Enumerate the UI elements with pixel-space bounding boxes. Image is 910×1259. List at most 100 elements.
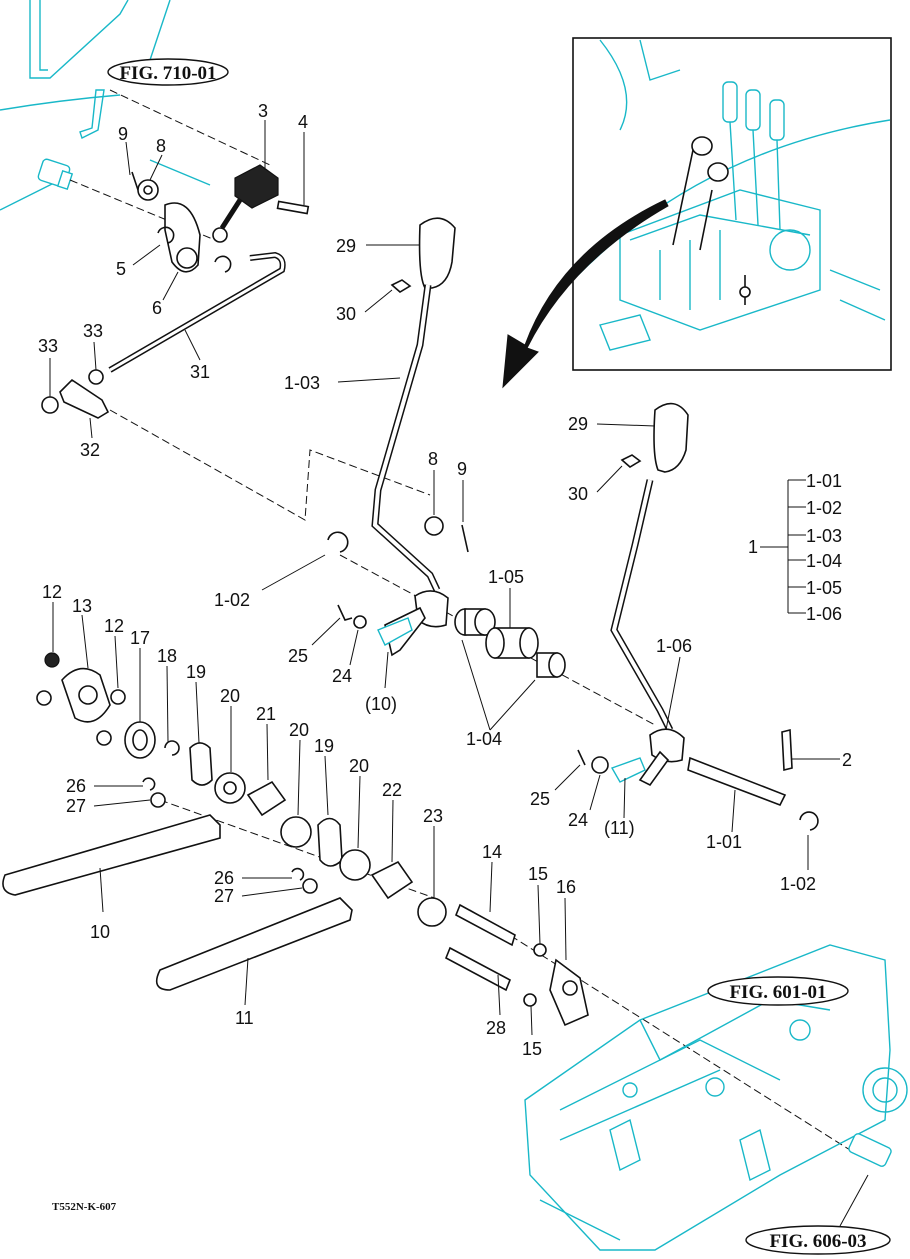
- callout-9: 9: [457, 459, 467, 479]
- stud-28: [444, 946, 512, 992]
- plate-19b: [317, 817, 343, 867]
- callout-1-02: 1-02: [214, 590, 250, 610]
- callout-10: 10: [90, 922, 110, 942]
- knob-29a: [418, 217, 456, 289]
- callout-10-ref: (10): [365, 694, 397, 714]
- callout-30: 30: [568, 484, 588, 504]
- group-bracket: 1 1-01 1-02 1-03 1-04 1-05 1-06: [748, 471, 842, 624]
- callout-24: 24: [332, 666, 352, 686]
- group-label: 1: [748, 537, 758, 557]
- hub-22: [370, 860, 414, 900]
- washer-20b: [280, 816, 312, 848]
- figure-ref-601: FIG. 601-01: [707, 976, 849, 1006]
- callout-23: 23: [423, 806, 443, 826]
- callout-1-02: 1-02: [780, 874, 816, 894]
- screw-30b: [620, 454, 642, 468]
- bushings: [454, 608, 566, 678]
- callout-19: 19: [314, 736, 334, 756]
- callout-15: 15: [522, 1039, 542, 1059]
- figure-ref-606: FIG. 606-03: [745, 1174, 891, 1255]
- group-item: 1-01: [806, 471, 842, 491]
- callout-25: 25: [530, 789, 550, 809]
- callout-20: 20: [220, 686, 240, 706]
- callout-31: 31: [190, 362, 210, 382]
- drawing-code: T552N-K-607: [52, 1201, 117, 1213]
- plate-19a: [189, 742, 213, 786]
- stud-14: [454, 903, 516, 947]
- callout-12: 12: [104, 616, 124, 636]
- callout-15: 15: [528, 864, 548, 884]
- callout-3: 3: [258, 101, 268, 121]
- callout-16: 16: [556, 877, 576, 897]
- transmission-case-context: [524, 944, 908, 1251]
- group-item: 1-03: [806, 526, 842, 546]
- callout-4: 4: [298, 112, 308, 132]
- clip-1-02a: [327, 531, 349, 553]
- callout-1-01: 1-01: [706, 832, 742, 852]
- clip-1-02b: [799, 811, 819, 831]
- bolt-4: [276, 200, 310, 215]
- washer-8b: [424, 516, 444, 536]
- callout-1-05: 1-05: [488, 567, 524, 587]
- group-item: 1-02: [806, 498, 842, 518]
- callout-1-03: 1-03: [284, 373, 320, 393]
- shaft-1-01: [687, 756, 787, 807]
- callout-20: 20: [289, 720, 309, 740]
- boss-1-06: [649, 728, 685, 763]
- inset-view: [502, 37, 892, 389]
- callout-13: 13: [72, 596, 92, 616]
- washer-20c: [339, 849, 371, 881]
- gear-lever-1-06: [377, 402, 819, 831]
- callout-2: 2: [842, 750, 852, 770]
- callout-8: 8: [156, 136, 166, 156]
- nut-33b: [41, 396, 59, 414]
- group-item: 1-04: [806, 551, 842, 571]
- screw-30a: [390, 279, 412, 293]
- callout-27: 27: [66, 796, 86, 816]
- callout-28: 28: [486, 1018, 506, 1038]
- figure-ref-606-label: FIG. 606-03: [769, 1231, 866, 1252]
- callout-18: 18: [157, 646, 177, 666]
- gear-lever-1-03: [327, 217, 469, 657]
- callout-33: 33: [38, 336, 58, 356]
- bolt-2: [781, 728, 793, 772]
- link-10: [2, 814, 221, 896]
- callout-5: 5: [116, 259, 126, 279]
- callout-27: 27: [214, 886, 234, 906]
- switch-assembly: [41, 164, 310, 419]
- callout-26: 26: [66, 776, 86, 796]
- link-11: [155, 897, 353, 991]
- rod-end-32: [59, 378, 110, 419]
- hub-21: [246, 780, 287, 817]
- inset-arrow-icon: [502, 199, 669, 389]
- callout-26: 26: [214, 868, 234, 888]
- inset-cyan-levers: [722, 81, 785, 231]
- group-item: 1-05: [806, 578, 842, 598]
- callout-11-ref: (11): [604, 818, 635, 838]
- callout-29: 29: [568, 414, 588, 434]
- callout-11: 11: [235, 1008, 254, 1028]
- washer-23: [417, 897, 447, 927]
- nut-33: [88, 369, 104, 385]
- figure-ref-710: FIG. 710-01: [107, 58, 229, 86]
- callout-1-04: 1-04: [466, 729, 502, 749]
- lower-linkage: [2, 652, 589, 1027]
- callout-19: 19: [186, 662, 206, 682]
- callout-29: 29: [336, 236, 356, 256]
- figure-ref-710-label: FIG. 710-01: [119, 63, 216, 84]
- leader-lines: [49, 120, 840, 1036]
- callout-6: 6: [152, 298, 162, 318]
- callout-20: 20: [349, 756, 369, 776]
- inset-black-levers: [672, 136, 751, 305]
- knob-29b: [653, 402, 689, 473]
- pin-context: [37, 158, 74, 191]
- callout-22: 22: [382, 780, 402, 800]
- callout-1-06: 1-06: [656, 636, 692, 656]
- callout-30: 30: [336, 304, 356, 324]
- callout-17: 17: [130, 628, 150, 648]
- callouts: 3 4 9 8 5 6 33 33 31 32 29 30 1-03 8 9 1…: [38, 101, 852, 1059]
- callout-21: 21: [256, 704, 276, 724]
- callout-12: 12: [42, 582, 62, 602]
- background-context-topleft: [0, 0, 211, 211]
